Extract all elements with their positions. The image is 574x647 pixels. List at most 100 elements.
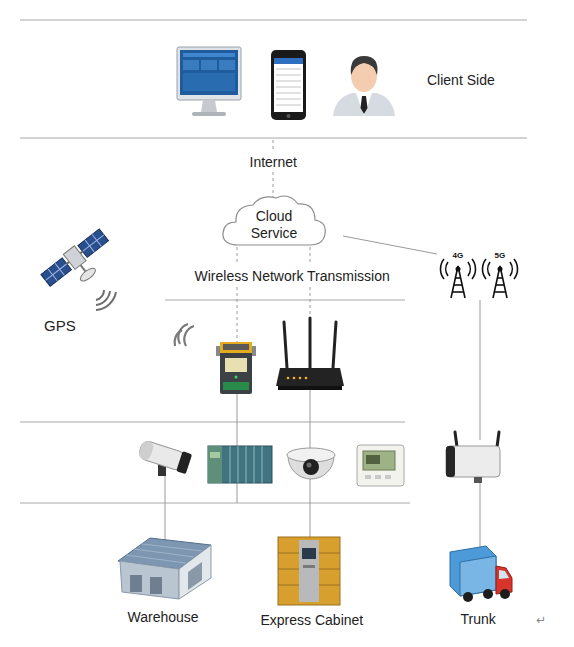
tower-icon bbox=[498, 267, 503, 272]
person-icon bbox=[333, 93, 395, 116]
site-label: Warehouse bbox=[128, 609, 199, 625]
gps-satellite-icon bbox=[46, 264, 67, 281]
plc-icon bbox=[238, 446, 239, 483]
monitor-icon bbox=[219, 60, 235, 70]
connection-line bbox=[480, 300, 481, 440]
plc-icon bbox=[208, 446, 272, 483]
gps-satellite-icon bbox=[40, 227, 120, 300]
monitor-icon bbox=[183, 60, 199, 70]
gps-satellite-icon bbox=[96, 290, 104, 300]
connection-line bbox=[237, 287, 238, 342]
gps-satellite-icon bbox=[96, 292, 116, 310]
4g-camera-icon bbox=[497, 432, 499, 447]
bullet-camera-icon bbox=[137, 439, 192, 475]
gps-satellite-icon bbox=[40, 227, 120, 310]
site-label: Trunk bbox=[461, 611, 496, 627]
connection-line bbox=[343, 236, 437, 254]
phone-icon bbox=[271, 50, 306, 120]
truck-icon bbox=[450, 546, 496, 596]
4g-camera-icon bbox=[455, 432, 457, 447]
dtu-device-icon bbox=[216, 346, 220, 356]
phone-icon bbox=[276, 105, 301, 106]
tower-icon bbox=[472, 259, 476, 279]
gps-satellite-icon bbox=[96, 291, 110, 305]
router-icon bbox=[309, 318, 312, 368]
thermostat-icon bbox=[357, 445, 404, 486]
tower-icon bbox=[514, 259, 518, 279]
phone-icon bbox=[276, 99, 301, 100]
dome-camera-icon bbox=[307, 463, 312, 468]
truck-icon bbox=[500, 589, 510, 599]
warehouse-icon bbox=[142, 544, 202, 551]
thermostat-icon bbox=[357, 445, 404, 486]
gps-satellite-icon bbox=[78, 266, 97, 283]
connection-line bbox=[273, 172, 274, 197]
express-cabinet-icon bbox=[278, 553, 340, 585]
bullet-camera-icon bbox=[137, 439, 154, 461]
phone-icon bbox=[276, 75, 301, 76]
network-type-label: 4G bbox=[453, 251, 464, 260]
tower-icon bbox=[440, 259, 444, 279]
dome-camera-icon bbox=[303, 459, 319, 475]
express-cabinet-icon bbox=[303, 565, 315, 568]
express-cabinet-icon bbox=[278, 569, 299, 570]
tower-icon bbox=[488, 262, 490, 276]
plc-icon bbox=[246, 446, 247, 483]
connection-line bbox=[480, 480, 481, 548]
person-icon bbox=[333, 56, 395, 116]
router-icon bbox=[276, 368, 344, 386]
4g-camera-icon bbox=[446, 446, 500, 477]
phone-icon bbox=[274, 58, 303, 112]
gps-satellite-icon bbox=[83, 235, 104, 252]
router-icon bbox=[276, 318, 344, 390]
connection-line bbox=[310, 247, 311, 265]
tower-icon bbox=[453, 291, 464, 293]
router-icon bbox=[287, 377, 290, 380]
gps-satellite-icon bbox=[96, 290, 116, 310]
person-icon bbox=[356, 93, 372, 116]
gps-label: GPS bbox=[44, 317, 76, 334]
dtu-device-icon bbox=[220, 342, 252, 394]
router-icon bbox=[299, 377, 302, 380]
thermostat-icon bbox=[385, 475, 391, 479]
node-text: Cloud Service bbox=[243, 208, 305, 242]
bullet-camera-icon bbox=[176, 451, 192, 474]
4g-camera-icon bbox=[474, 477, 482, 483]
warehouse-icon bbox=[130, 575, 142, 592]
router-icon bbox=[278, 386, 342, 390]
person-icon bbox=[361, 96, 368, 114]
cloud-node: Cloud Service bbox=[219, 192, 329, 249]
express-cabinet-icon bbox=[319, 585, 340, 586]
monitor-icon bbox=[183, 73, 235, 91]
dome-camera-icon bbox=[287, 448, 335, 479]
wireless-signal-icon bbox=[175, 330, 182, 346]
phone-icon bbox=[276, 69, 301, 70]
divider-line bbox=[20, 138, 527, 139]
express-cabinet-icon bbox=[302, 548, 316, 559]
section-label: Client Side bbox=[427, 72, 495, 88]
transmission-label: Wireless Network Transmission bbox=[195, 268, 390, 284]
connection-line bbox=[237, 247, 238, 265]
thermostat-icon bbox=[365, 475, 371, 479]
dtu-device-icon bbox=[216, 342, 256, 394]
express-cabinet-icon bbox=[319, 569, 340, 570]
connection-line bbox=[165, 470, 166, 545]
warehouse-icon bbox=[134, 549, 194, 557]
tower-icon bbox=[451, 266, 465, 298]
router-icon bbox=[287, 377, 308, 380]
truck-icon bbox=[499, 570, 509, 579]
plc-icon bbox=[208, 446, 222, 483]
tower-icon bbox=[440, 259, 517, 298]
plc-icon bbox=[254, 446, 255, 483]
cloud-outline bbox=[223, 196, 325, 245]
dtu-device-icon bbox=[235, 376, 238, 379]
phone-icon bbox=[271, 50, 306, 120]
dtu-device-icon bbox=[223, 382, 249, 390]
bullet-camera-icon bbox=[137, 439, 192, 476]
monitor-icon bbox=[201, 100, 217, 112]
thermostat-icon bbox=[363, 451, 395, 470]
router-icon bbox=[284, 322, 287, 368]
phone-icon bbox=[276, 93, 301, 94]
wireless-signal-icon bbox=[184, 326, 194, 346]
tower-icon bbox=[510, 262, 512, 276]
